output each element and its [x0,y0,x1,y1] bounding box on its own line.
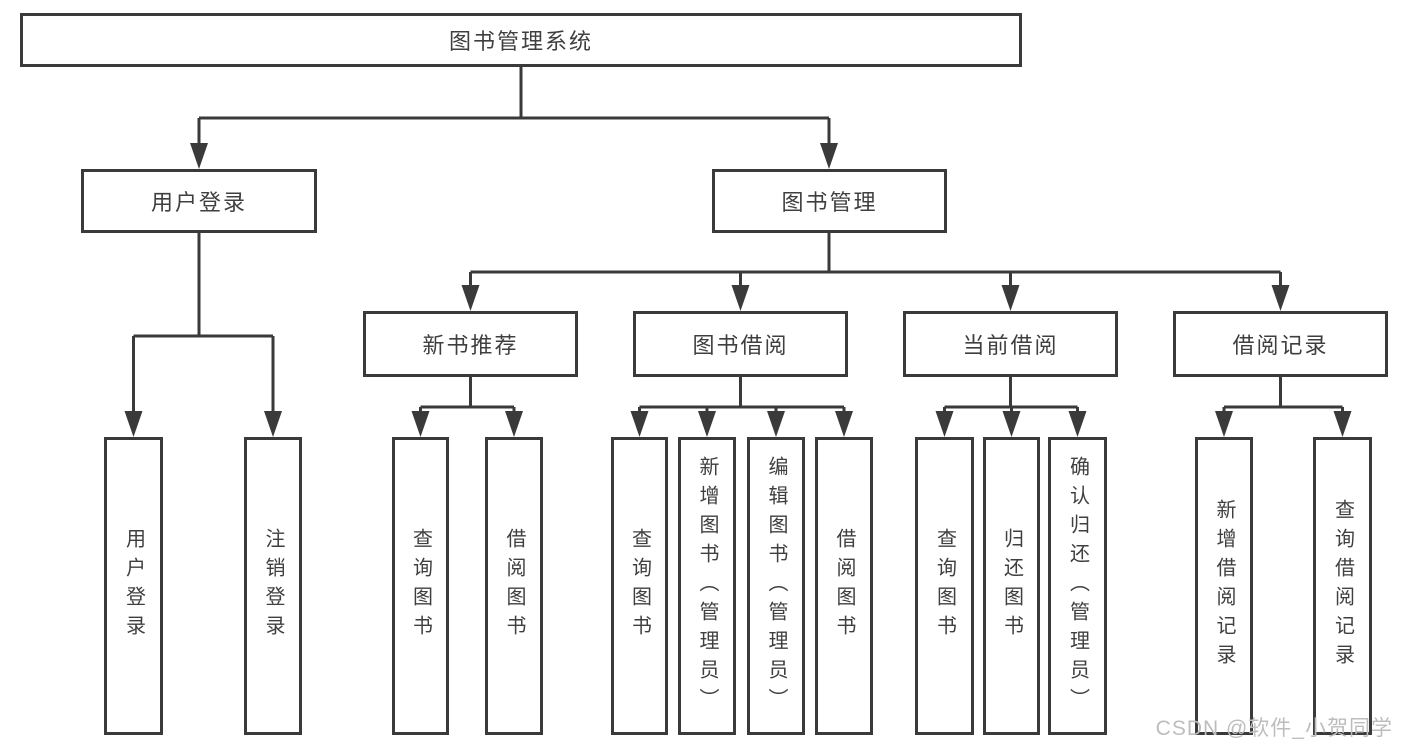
node-borrowing-records: 借阅记录 [1173,311,1388,377]
arrow-down-icon [1333,411,1352,437]
arrow-down-icon [505,411,523,437]
leaf-query-books-borrowing: 查询图书 [611,437,668,735]
arrow-down-icon [411,411,430,437]
node-user-login-label: 用户登录 [150,190,247,215]
arrow-down-icon [731,285,750,311]
arrow-down-icon [1271,285,1290,311]
leaf-add-book-admin: 新增图书（管理员） [678,437,736,735]
leaf-edit-book-admin: 编辑图书（管理员） [747,437,805,735]
node-new-book-recommendation: 新书推荐 [363,311,578,377]
leaf-query-books-recommend: 查询图书 [392,437,449,735]
arrow-down-icon [190,143,208,169]
arrow-down-icon [264,411,282,437]
node-book-management: 图书管理 [712,169,947,233]
leaf-borrow-books-borrowing: 借阅图书 [815,437,873,735]
arrow-down-icon [1001,285,1020,311]
arrow-down-icon [1215,411,1233,437]
arrowheads [124,143,1352,437]
node-book-borrowing: 图书借阅 [633,311,848,377]
arrow-down-icon [767,411,785,437]
node-root: 图书管理系统 [20,13,1022,67]
leaf-user-login: 用户登录 [104,437,163,735]
node-user-login: 用户登录 [81,169,317,233]
leaf-logout: 注销登录 [244,437,302,735]
leaf-borrow-books-recommend: 借阅图书 [485,437,543,735]
arrow-down-icon [630,411,649,437]
arrow-down-icon [124,411,143,437]
arrow-down-icon [1068,411,1087,437]
arrow-down-icon [835,411,853,437]
arrow-down-icon [820,143,838,169]
node-borrowing-records-label: 借阅记录 [1232,333,1329,358]
arrow-down-icon [1002,411,1021,437]
node-new-book-recommendation-label: 新书推荐 [422,333,519,358]
leaf-add-borrow-record: 新增借阅记录 [1195,437,1253,735]
leaf-query-borrow-record: 查询借阅记录 [1313,437,1372,735]
node-root-label: 图书管理系统 [448,29,593,54]
leaf-return-books: 归还图书 [983,437,1040,735]
node-book-borrowing-label: 图书借阅 [692,333,789,358]
node-current-borrowing-label: 当前借阅 [962,333,1059,358]
arrow-down-icon [461,285,480,311]
leaf-query-books-current: 查询图书 [915,437,974,735]
node-book-management-label: 图书管理 [781,190,878,215]
arrow-down-icon [935,411,954,437]
watermark: CSDN @软件_小贺同学 [1155,717,1393,740]
leaf-confirm-return-admin: 确认归还（管理员） [1048,437,1107,735]
node-current-borrowing: 当前借阅 [903,311,1118,377]
arrow-down-icon [698,411,716,437]
